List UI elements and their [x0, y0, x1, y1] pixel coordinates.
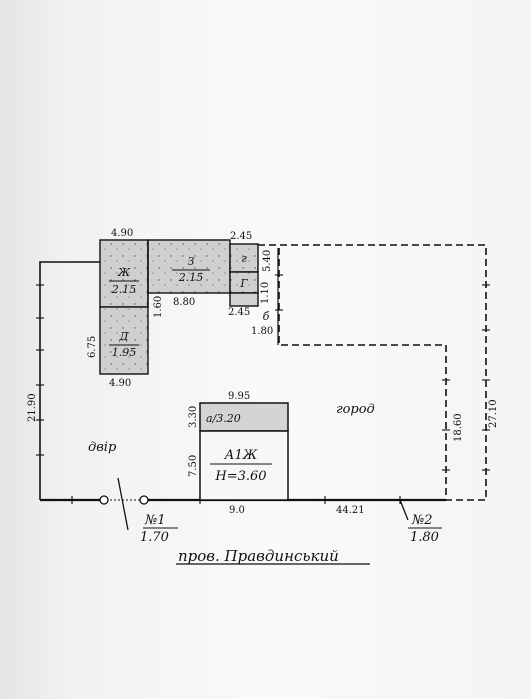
house-a1zh [199, 430, 289, 501]
porch-label: а/3.20 [206, 412, 241, 425]
dim-garden-inner: 18.60 [453, 413, 464, 442]
dim-g-right: 5.40 [262, 250, 273, 272]
gate-post-right [139, 495, 149, 505]
building-zh [99, 239, 149, 308]
building-z-code: З [188, 255, 195, 268]
porch-a [199, 402, 289, 432]
point-1-value: 1.70 [140, 530, 169, 545]
building-b [229, 292, 259, 307]
garden-boundary-dashed [258, 244, 487, 501]
dim-g-top: 2.45 [230, 231, 252, 242]
gate [99, 477, 409, 531]
point-1-leader [117, 477, 129, 531]
main-house [199, 402, 289, 501]
building-d-code: Д [119, 330, 130, 343]
street-name: пров. Правдинський [178, 547, 339, 565]
dim-d-bottom: 4.90 [109, 378, 131, 389]
dim-porch-top: 9.95 [228, 391, 250, 402]
building-zh-code: Ж [117, 266, 131, 279]
dim-garden-right: 27.10 [488, 399, 499, 428]
dim-house-bottom: 9.0 [229, 505, 245, 516]
dim-gg-side: 1.10 [260, 282, 271, 304]
dim-porch-side: 3.30 [188, 406, 199, 428]
house-labels: а/3.20 А1Ж Н=3.60 [206, 412, 267, 484]
gate-post-left [99, 495, 109, 505]
building-g-small [229, 243, 259, 273]
boundary-ticks [36, 274, 490, 504]
dim-zh-top: 4.90 [111, 228, 133, 239]
building-z [147, 239, 231, 294]
point-2-code: №2 [411, 513, 433, 528]
yard-label: двір [88, 440, 117, 455]
dim-front-boundary: 44.21 [336, 505, 365, 516]
outbuildings [99, 239, 259, 375]
building-d [99, 306, 149, 375]
point-1-code: №1 [144, 513, 166, 528]
building-d-value: 1.95 [112, 346, 137, 359]
left-boundary-line [39, 261, 100, 500]
dim-house-side: 7.50 [188, 455, 199, 477]
house-code: А1Ж [224, 448, 258, 463]
building-g-big-code: Г [239, 277, 248, 290]
building-zh-value: 2.15 [111, 283, 137, 296]
dim-d-side: 6.75 [87, 336, 98, 358]
fraction-lines [109, 269, 272, 465]
building-b-code: б [263, 310, 270, 323]
building-labels: Ж 2.15 Д 1.95 З 2.15 г Г б [111, 252, 270, 359]
dim-z-bottom: 8.80 [173, 297, 195, 308]
point-2-value: 1.80 [410, 530, 439, 545]
dim-left-boundary: 21.90 [27, 393, 38, 422]
house-height: Н=3.60 [214, 469, 266, 484]
dim-b-bottom: 1.80 [251, 326, 273, 337]
dim-z-side: 1.60 [153, 296, 164, 318]
dim-g-bottom: 2.45 [228, 307, 250, 318]
dimension-labels: 4.90 4.90 6.75 8.80 1.60 2.45 2.45 5.40 … [27, 228, 499, 516]
building-g-small-code: г [241, 252, 247, 265]
points-labels: №1 1.70 №2 1.80 [140, 513, 442, 545]
garden-label: город [336, 402, 375, 417]
point-2-leader [399, 499, 409, 521]
building-z-value: 2.15 [178, 271, 204, 284]
